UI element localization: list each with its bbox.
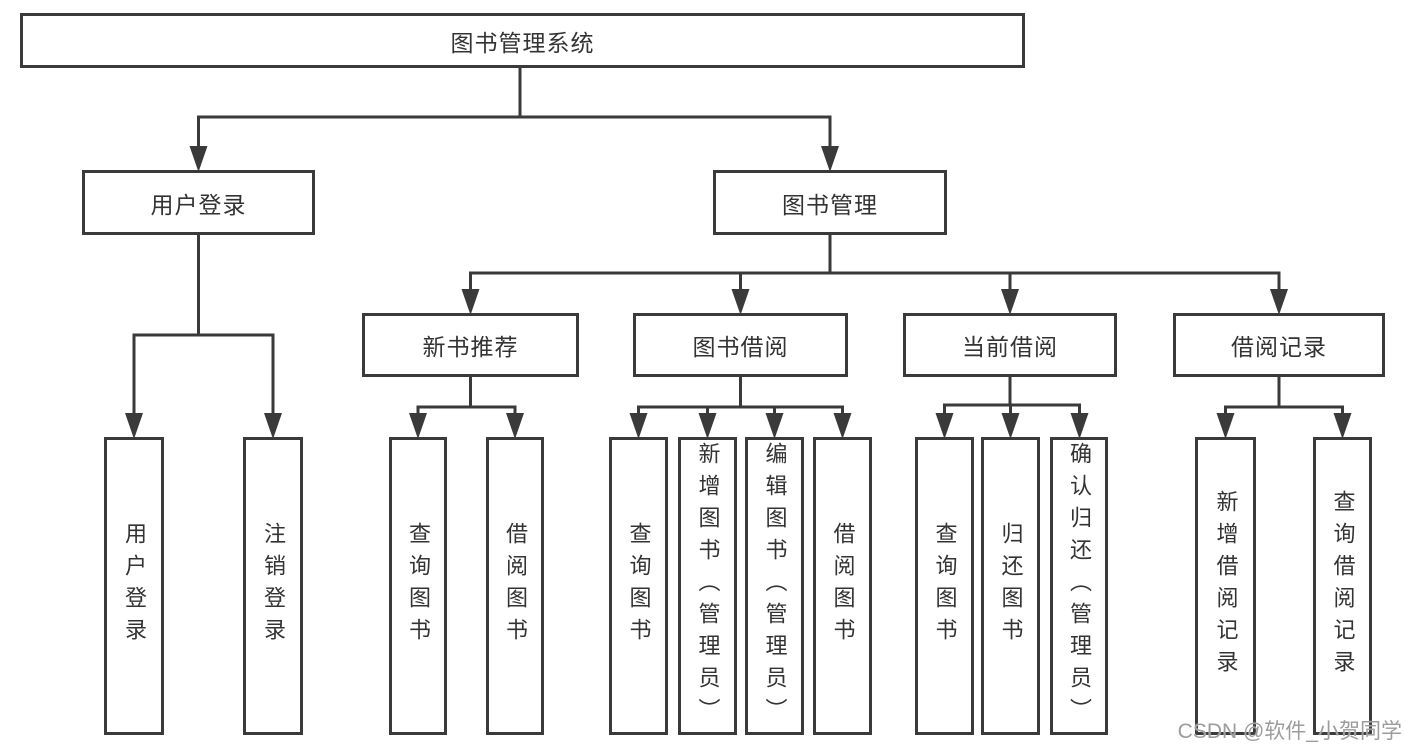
watermark: CSDN @软件_小贺同学	[1177, 720, 1402, 743]
arrowhead	[1070, 413, 1089, 439]
node-new-book-recommend: 新书推荐	[362, 313, 579, 377]
arrowhead	[1216, 413, 1235, 439]
node-label: 查询图书	[626, 522, 652, 650]
node-label: 当前借阅	[962, 334, 1058, 360]
arrowhead	[1001, 413, 1020, 439]
node-current-borrowing: 当前借阅	[903, 313, 1117, 377]
leaf-query-books: 查询图书	[609, 437, 668, 735]
node-library-management-system: 图书管理系统	[20, 13, 1025, 68]
node-label: 图书管理系统	[450, 29, 595, 56]
arrowhead	[833, 413, 852, 439]
node-label: 查询图书	[406, 522, 431, 650]
leaf-query-books-recommend: 查询图书	[389, 437, 447, 735]
node-label: 新增图书（管理员）	[695, 442, 721, 730]
node-label: 查询图书	[932, 522, 958, 650]
leaf-return-books: 归还图书	[981, 437, 1040, 735]
leaf-user-login: 用户登录	[104, 437, 164, 735]
leaf-edit-books-admin: 编辑图书（管理员）	[745, 437, 804, 735]
arrowhead	[409, 413, 427, 439]
leaf-borrow-books-recommend: 借阅图书	[486, 437, 544, 735]
arrowhead	[629, 413, 648, 439]
leaf-query-current-books: 查询图书	[915, 437, 974, 735]
node-label: 借阅图书	[830, 522, 856, 650]
arrowhead	[1270, 289, 1288, 315]
arrowhead	[1333, 413, 1352, 439]
node-borrowing-records: 借阅记录	[1173, 313, 1385, 377]
arrowhead	[821, 146, 839, 172]
node-label: 确认归还（管理员）	[1067, 442, 1092, 730]
node-label: 用户登录	[150, 191, 247, 218]
arrowhead	[264, 413, 282, 439]
node-book-borrowing: 图书借阅	[633, 313, 848, 377]
node-label: 借阅图书	[503, 522, 528, 650]
arrowhead	[506, 413, 524, 439]
arrowhead	[698, 413, 717, 439]
node-user-login: 用户登录	[82, 170, 315, 235]
arrowhead	[189, 146, 208, 172]
arrowhead	[935, 413, 954, 439]
node-label: 注销登录	[261, 522, 286, 650]
arrowhead	[125, 413, 143, 439]
node-label: 查询借阅记录	[1330, 490, 1356, 682]
node-book-management: 图书管理	[713, 170, 947, 235]
leaf-logout: 注销登录	[243, 437, 303, 735]
arrowhead	[731, 289, 750, 315]
node-label: 图书管理	[782, 191, 878, 218]
node-label: 用户登录	[122, 522, 147, 650]
leaf-confirm-return-admin: 确认归还（管理员）	[1050, 437, 1108, 735]
leaf-add-books-admin: 新增图书（管理员）	[678, 437, 737, 735]
leaf-borrow-books: 借阅图书	[813, 437, 872, 735]
arrowhead	[461, 289, 480, 315]
leaf-query-borrow-record: 查询借阅记录	[1313, 437, 1372, 735]
leaf-add-borrow-record: 新增借阅记录	[1195, 437, 1256, 735]
node-label: 借阅记录	[1231, 334, 1327, 360]
arrowhead	[1001, 289, 1019, 315]
node-label: 新书推荐	[422, 334, 519, 360]
node-label: 新增借阅记录	[1213, 490, 1239, 682]
node-label: 编辑图书（管理员）	[762, 442, 788, 730]
node-label: 图书借阅	[692, 334, 789, 360]
node-label: 归还图书	[998, 522, 1024, 650]
arrowhead	[765, 413, 784, 439]
